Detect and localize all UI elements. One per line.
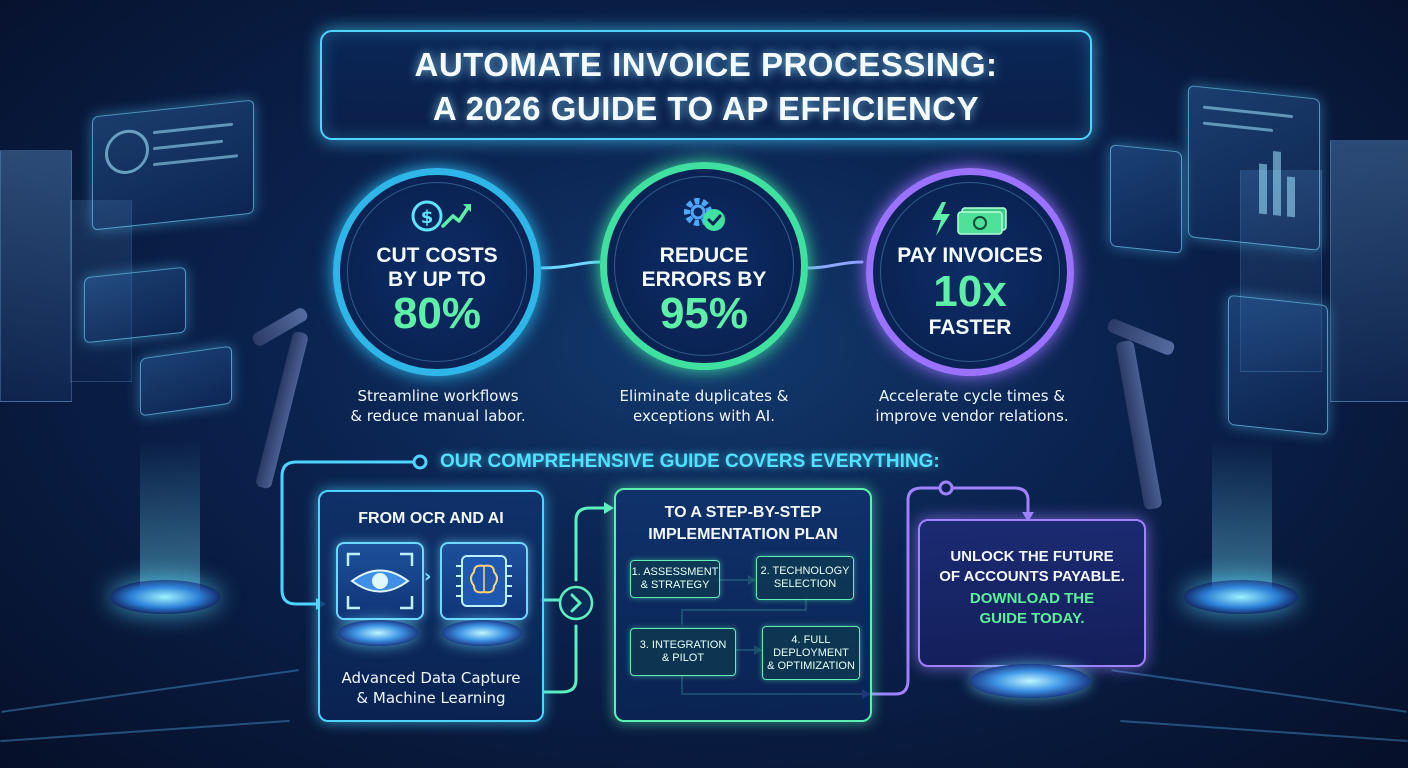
dollar-growth-icon: $ (411, 200, 471, 232)
stat-pay-faster: PAY INVOICES 10x FASTER (866, 168, 1074, 376)
panel-caption: Advanced Data Capture & Machine Learning (320, 668, 542, 708)
title-line-1: AUTOMATE INVOICE PROCESSING: (414, 46, 998, 83)
step-line: 1. ASSESSMENT (631, 566, 719, 578)
cta-download-line[interactable]: GUIDE TODAY. (979, 610, 1085, 627)
stat-desc-line: exceptions with AI. (633, 407, 775, 425)
panel-title: FROM OCR AND AI (358, 510, 504, 527)
title-banner: AUTOMATE INVOICE PROCESSING: A 2026 GUID… (320, 30, 1092, 140)
cta-line: UNLOCK THE FUTURE (950, 548, 1114, 565)
stat-desc-line: Accelerate cycle times & (878, 387, 1066, 405)
stat-description: Eliminate duplicates & exceptions with A… (574, 386, 834, 426)
panel-title: IMPLEMENTATION PLAN (648, 526, 838, 543)
title-line-2: A 2026 GUIDE TO AP EFFICIENCY (432, 90, 980, 127)
svg-text:$: $ (421, 207, 434, 228)
panel-implementation-plan: TO A STEP-BY-STEP IMPLEMENTATION PLAN (614, 488, 872, 722)
step-line: 4. FULL (791, 633, 831, 646)
stat-description: Accelerate cycle times & improve vendor … (842, 386, 1102, 426)
step-line: & OPTIMIZATION (767, 659, 855, 672)
panel-caption-line: Advanced Data Capture (341, 669, 521, 687)
step-assessment: 1. ASSESSMENT& STRATEGY (630, 560, 720, 598)
holo-platform-right (1184, 580, 1298, 614)
stat-label-line: BY UP TO (387, 268, 487, 291)
holo-pad-left (338, 620, 418, 646)
stat-desc-line: & reduce manual labor. (350, 407, 526, 425)
step-line: 2. TECHNOLOGY (760, 565, 850, 577)
stat-label-line: PAY INVOICES (897, 244, 1043, 267)
stat-value: 95% (659, 289, 749, 338)
panel-ocr-ai: FROM OCR AND AI › Advanced Data Capture … (318, 490, 544, 722)
stat-value: 10x (933, 267, 1007, 316)
holo-platform-left (110, 580, 220, 614)
cta-download-line[interactable]: DOWNLOAD THE (969, 590, 1095, 607)
stat-desc-line: Streamline workflows (357, 387, 519, 405)
stat-cut-costs: $ CUT COSTS BY UP TO 80% (333, 168, 541, 376)
guide-heading: OUR COMPREHENSIVE GUIDE COVERS EVERYTHIN… (440, 451, 940, 472)
stat-value: 80% (392, 289, 482, 338)
step-integration: 3. INTEGRATION& PILOT (630, 628, 736, 676)
chevron-right-icon: › (424, 566, 432, 587)
cta-holo-pad (970, 664, 1090, 698)
step-line: & PILOT (661, 652, 705, 664)
stat-label-line: REDUCE (659, 244, 749, 267)
stat-label-line: CUT COSTS (376, 244, 498, 267)
step-line: SELECTION (773, 578, 837, 590)
stat-label-line: FASTER (928, 316, 1012, 339)
scan-eye-icon (336, 542, 424, 620)
lightning-cash-icon (932, 202, 1007, 236)
step-line: & STRATEGY (640, 579, 710, 591)
stat-desc-line: Eliminate duplicates & (619, 387, 789, 405)
gear-check-icon (684, 198, 725, 231)
stat-label-line: ERRORS BY (641, 268, 767, 291)
step-line: DEPLOYMENT (773, 646, 849, 659)
stat-desc-line: improve vendor relations. (875, 407, 1069, 425)
cta-panel[interactable]: UNLOCK THE FUTURE OF ACCOUNTS PAYABLE. D… (918, 519, 1146, 667)
cta-line: OF ACCOUNTS PAYABLE. (939, 568, 1125, 585)
holo-pad-right (442, 620, 522, 646)
stat-description: Streamline workflows & reduce manual lab… (308, 386, 568, 426)
panel-caption-line: & Machine Learning (356, 689, 506, 707)
stat-reduce-errors: REDUCE ERRORS BY 95% (600, 162, 808, 370)
step-line: 3. INTEGRATION (639, 639, 727, 651)
panel-title: TO A STEP-BY-STEP (664, 504, 822, 521)
brain-chip-icon (440, 542, 528, 620)
